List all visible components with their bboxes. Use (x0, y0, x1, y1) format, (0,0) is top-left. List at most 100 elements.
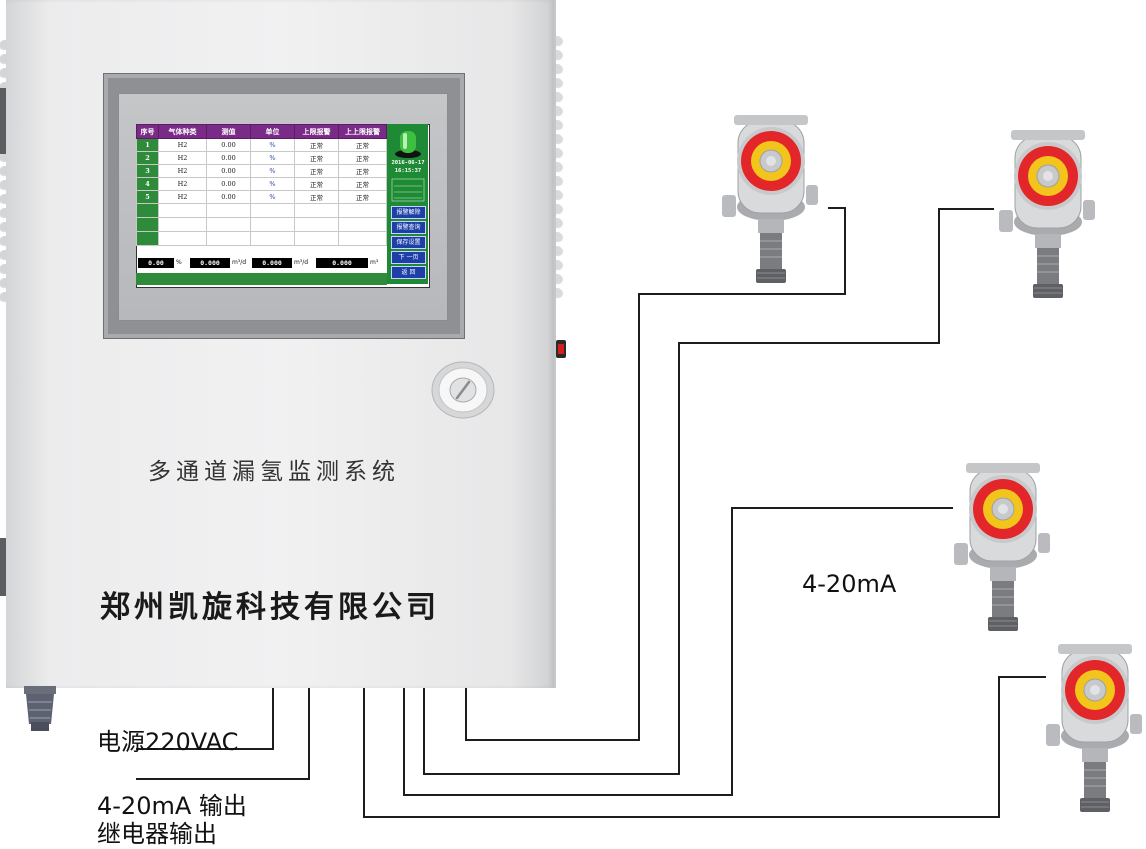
vent-fin (0, 236, 8, 245)
vent-fin (552, 246, 562, 255)
vent-fin (552, 218, 562, 227)
row-alarm: 正常 (294, 177, 339, 191)
vent-fin (0, 40, 8, 49)
cabinet-hinge (0, 88, 6, 154)
header-alarm2: 上上限报警 (338, 124, 387, 139)
gas-detector-icon (722, 115, 818, 283)
lcd-date: 2016-06-17 (391, 160, 425, 166)
readout-unit-1: m³/d (232, 259, 247, 266)
row-alarm2: 正常 (338, 190, 387, 204)
row-value: 0.00 (206, 177, 251, 191)
table-row: 5 H2 0.00 % 正常 正常 (136, 190, 387, 204)
side-button-2[interactable]: 保存设置 (391, 236, 426, 249)
readout-value-1: 0.000 (190, 258, 230, 268)
row-value: 0.00 (206, 164, 251, 178)
row-index: 2 (136, 151, 159, 165)
vent-fin (0, 82, 8, 91)
vent-fin (0, 54, 8, 63)
vent-fin (0, 166, 8, 175)
row-value: 0.00 (206, 151, 251, 165)
header-value: 测值 (206, 124, 251, 139)
row-gas: H2 (158, 177, 207, 191)
vent-fin (552, 148, 562, 157)
vent-fin (0, 194, 8, 203)
vent-fin (0, 68, 8, 77)
row-unit: % (250, 164, 295, 178)
header-unit: 单位 (250, 124, 295, 139)
row-gas: H2 (158, 164, 207, 178)
vent-fin (0, 250, 8, 259)
table-row-empty (136, 231, 387, 246)
vent-fin (552, 176, 562, 185)
row-alarm2: 正常 (338, 177, 387, 191)
cable-gland-icon (24, 686, 56, 731)
company-name: 郑州凯旋科技有限公司 (100, 590, 440, 625)
row-unit: % (250, 151, 295, 165)
row-alarm: 正常 (294, 190, 339, 204)
row-value: 0.00 (206, 190, 251, 204)
row-alarm: 正常 (294, 164, 339, 178)
readout-unit-2: m³/d (294, 259, 309, 266)
vent-fin (552, 134, 562, 143)
signal-label: 4-20mA (802, 570, 897, 598)
row-unit: % (250, 190, 295, 204)
analog-output-label: 4-20mA 输出 (97, 792, 247, 820)
row-alarm2: 正常 (338, 138, 387, 152)
vent-fin (0, 278, 8, 287)
row-alarm2: 正常 (338, 151, 387, 165)
readout-value-3: 0.000 (316, 258, 368, 268)
status-light-icon (395, 131, 421, 158)
row-alarm2: 正常 (338, 164, 387, 178)
cabinet-hinge (0, 538, 6, 596)
system-title: 多通道漏氢监测系统 (148, 459, 400, 485)
side-button-0[interactable]: 报警解除 (391, 206, 426, 219)
vent-fin (552, 274, 562, 283)
table-row: 4 H2 0.00 % 正常 正常 (136, 177, 387, 191)
side-button-3[interactable]: 下 一页 (391, 251, 426, 264)
readout-unit-0: % (176, 259, 182, 266)
vent-fin (0, 222, 8, 231)
vent-fin (552, 288, 562, 297)
row-index: 4 (136, 177, 159, 191)
lcd-footer-bar (136, 273, 387, 285)
lcd-setting-icon (391, 178, 425, 202)
relay-output-label: 继电器输出 (97, 820, 217, 848)
vent-fin (0, 264, 8, 273)
vent-fin (552, 232, 562, 241)
table-row: 1 H2 0.00 % 正常 正常 (136, 138, 387, 152)
vent-fin (552, 106, 562, 115)
readout-value-2: 0.000 (252, 258, 292, 268)
gas-detector-icon (999, 130, 1095, 298)
lcd-time: 16:15:37 (394, 168, 422, 174)
vent-fin (0, 292, 8, 301)
header-gas: 气体种类 (158, 124, 207, 139)
vent-fin (552, 190, 562, 199)
row-gas: H2 (158, 190, 207, 204)
gas-detector-icon (954, 463, 1050, 631)
side-button-1[interactable]: 报警查询 (391, 221, 426, 234)
row-alarm: 正常 (294, 138, 339, 152)
vent-fin (552, 36, 562, 45)
readout-value-0: 0.00 (138, 258, 174, 268)
red-indicator-icon (558, 344, 564, 354)
gas-detector-icon (1046, 644, 1142, 812)
channel-table: 序号 气体种类 测值 单位 上限报警 上上限报警 1 H2 0.00 % 正常 … (136, 124, 387, 246)
vent-fin (552, 204, 562, 213)
row-unit: % (250, 138, 295, 152)
vent-fin (0, 152, 8, 161)
indicator-switch[interactable] (556, 340, 566, 358)
row-index: 1 (136, 138, 159, 152)
row-gas: H2 (158, 151, 207, 165)
vent-fin (552, 64, 562, 73)
power-label: 电源220VAC (97, 728, 239, 756)
readout-unit-3: m³ (370, 259, 379, 266)
key-lock-icon[interactable] (430, 360, 496, 420)
row-unit: % (250, 177, 295, 191)
header-index: 序号 (136, 124, 159, 139)
vent-fin (0, 180, 8, 189)
row-value: 0.00 (206, 138, 251, 152)
vent-fin (552, 78, 562, 87)
vent-fin (552, 260, 562, 269)
vent-fin (0, 208, 8, 217)
side-button-4[interactable]: 返 回 (391, 266, 426, 279)
